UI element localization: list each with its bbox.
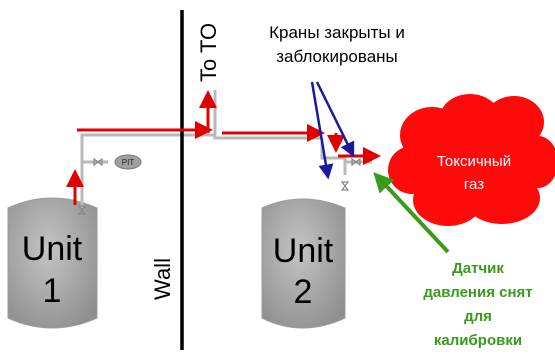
unit-1-label: Unit: [22, 230, 83, 268]
valve-icon: [340, 181, 350, 191]
sensor-label-line2: давления снят: [423, 284, 532, 301]
sensor-label-line4: калибровки: [434, 332, 522, 349]
sensor-label-line1: Датчик: [452, 260, 504, 277]
wall-label: Wall: [150, 258, 175, 300]
unit-1-number: 1: [43, 272, 62, 310]
valve-icon: [93, 157, 103, 167]
valves-closed-label-line1: Краны закрыты и: [269, 23, 405, 42]
flow-arrows: [66, 90, 381, 205]
pit-sensor: PIT: [114, 154, 142, 170]
toxic-gas-label-line1: Токсичный: [437, 153, 511, 170]
sensor-label-line3: для: [464, 308, 492, 325]
valve-callout-arrows: [310, 81, 355, 180]
unit-1-tank: Unit 1: [7, 197, 98, 329]
sensor-removed-label: Датчик давления снят для калибровки: [423, 260, 532, 349]
valve-icon: [77, 205, 87, 215]
to-to-label: To TO: [196, 23, 221, 82]
pit-label: PIT: [122, 158, 135, 167]
sensor-callout-arrow: [373, 172, 450, 254]
valves-closed-label-line2: заблокированы: [276, 47, 398, 66]
unit-2-label: Unit: [273, 232, 334, 270]
unit-2-tank: Unit 2: [261, 198, 346, 329]
unit-2-number: 2: [294, 273, 313, 311]
toxic-gas-cloud: Токсичный газ: [388, 94, 555, 226]
valve-icon: [351, 157, 361, 167]
toxic-gas-label-line2: газ: [464, 176, 484, 193]
